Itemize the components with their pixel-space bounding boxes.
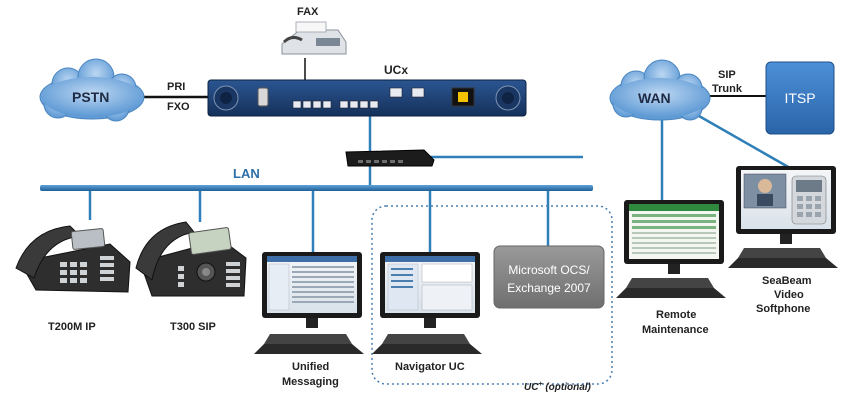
t200m-phone: T200M IP [15, 225, 131, 333]
t300-label: T300 SIP [170, 321, 216, 333]
uc-optional-label: UC+ (optional) [524, 381, 592, 393]
lan-switch [345, 149, 435, 167]
unified-messaging-pc: Unified Messaging [254, 252, 364, 388]
itsp-label: ITSP [784, 90, 815, 106]
ocs-label-2: Exchange 2007 [507, 281, 591, 295]
seabeam-label-2: Video [774, 289, 804, 301]
pstn-label: PSTN [72, 89, 109, 105]
seabeam-label-1: SeaBeam [762, 275, 812, 287]
remote-label-2: Maintenance [642, 324, 709, 336]
pri-label: PRI [167, 81, 185, 93]
lan-label: LAN [233, 166, 260, 181]
fax-label: FAX [297, 6, 319, 18]
wan-seabeam-link [691, 110, 791, 170]
um-label-1: Unified [292, 361, 329, 373]
t300-phone: T300 SIP [135, 221, 247, 333]
sip-label: SIP [718, 69, 736, 81]
uc-optional-region [371, 205, 613, 385]
wan-label: WAN [638, 90, 671, 106]
trunk-label: Trunk [712, 83, 743, 95]
wan-cloud: WAN [609, 59, 711, 121]
navigator-uc-pc: Navigator UC [372, 252, 482, 373]
ucx-appliance: UCx [207, 63, 527, 117]
connections [88, 58, 791, 252]
pstn-cloud: PSTN [39, 58, 145, 122]
seabeam-label-3: Softphone [756, 303, 810, 315]
t200m-label: T200M IP [48, 321, 96, 333]
fax-machine: FAX [281, 6, 347, 55]
um-label-2: Messaging [282, 376, 339, 388]
seabeam-softphone-pc: SeaBeam Video Softphone [728, 166, 838, 315]
navigator-label: Navigator UC [395, 361, 465, 373]
ocs-exchange-box: Microsoft OCS/ Exchange 2007 [493, 245, 605, 309]
fxo-label: FXO [167, 101, 190, 113]
remote-label-1: Remote [656, 309, 696, 321]
ucx-label: UCx [384, 63, 408, 77]
remote-maintenance-pc: Remote Maintenance [616, 200, 726, 336]
lan-bus [40, 185, 593, 191]
ocs-label-1: Microsoft OCS/ [508, 263, 590, 277]
itsp-box: ITSP [765, 61, 835, 135]
